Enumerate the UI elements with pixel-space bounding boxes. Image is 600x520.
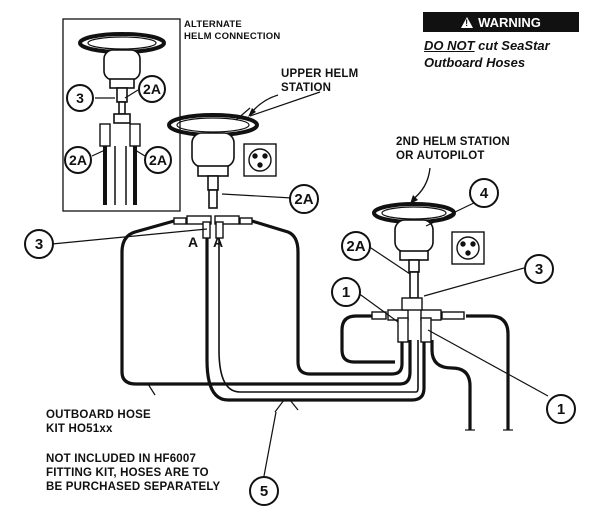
port-a-right: A	[213, 234, 224, 250]
second-helm-arrow	[411, 167, 431, 201]
warning-message: DO NOT cut SeaStar Outboard Hoses	[424, 37, 550, 71]
callout-2a-alternate-top: 2A	[138, 75, 166, 103]
upper-helm-pump	[167, 113, 259, 209]
upper-tee-fittings	[173, 215, 253, 239]
warning-line2: Outboard Hoses	[424, 55, 526, 70]
alternate-helm-pump	[78, 32, 166, 124]
reservoir-cap-icon-second	[451, 231, 485, 265]
callout-2a-second: 2A	[341, 231, 371, 261]
upper-helm-arrow	[251, 94, 279, 113]
warning-icon: !	[461, 16, 474, 28]
upper-helm-label: UPPER HELM STATION	[281, 68, 359, 94]
second-tee-fittings	[371, 297, 465, 343]
callout-3-left: 3	[24, 229, 54, 259]
outboard-hose-label: OUTBOARD HOSE KIT HO51xx	[46, 409, 151, 435]
alternate-helm-box	[62, 18, 181, 212]
callout-5: 5	[249, 476, 279, 506]
callout-1-left: 1	[331, 277, 361, 307]
callout-2a-alternate-left: 2A	[64, 146, 92, 174]
alternate-hoses	[99, 123, 141, 205]
callout-4: 4	[469, 178, 499, 208]
warning-do-not: DO NOT	[424, 38, 475, 53]
second-helm-label: 2ND HELM STATION OR AUTOPILOT	[396, 136, 510, 162]
warning-header: ! WARNING	[423, 12, 579, 32]
callout-3-right: 3	[524, 254, 554, 284]
not-included-note: NOT INCLUDED IN HF6007 FITTING KIT, HOSE…	[46, 453, 221, 493]
alternate-helm-label: ALTERNATE HELM CONNECTION	[184, 19, 281, 42]
outboard-hoses	[120, 219, 510, 430]
port-a-left: A	[188, 234, 199, 250]
callout-1-bottom: 1	[546, 394, 576, 424]
callout-3-alternate: 3	[66, 84, 94, 112]
callout-2a-upper: 2A	[289, 184, 319, 214]
callout-2a-alternate-right: 2A	[144, 146, 172, 174]
warning-line1: cut SeaStar	[474, 38, 550, 53]
reservoir-cap-icon-upper	[243, 143, 277, 177]
